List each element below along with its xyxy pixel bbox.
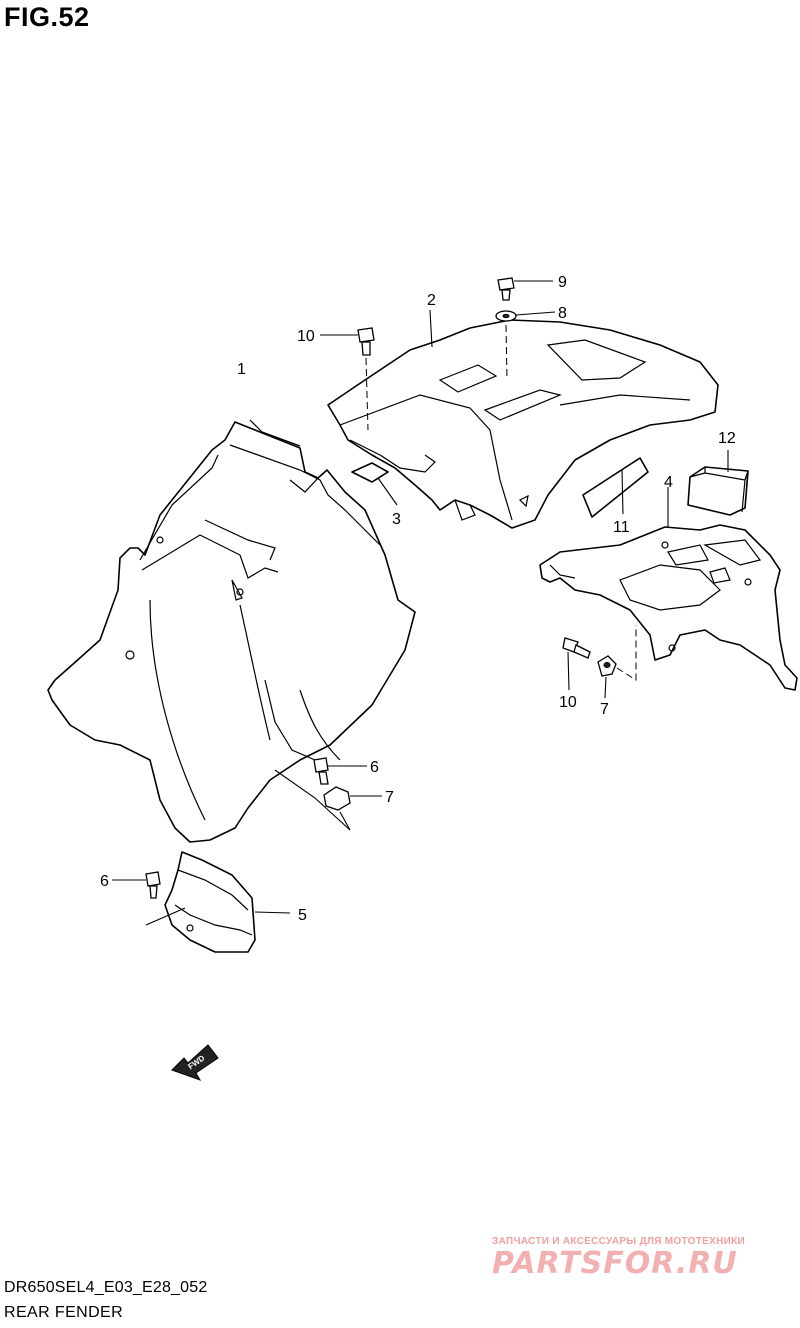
part-9-screw[interactable]: [497, 277, 553, 301]
watermark-logo: PARTSFOR.RU: [492, 1246, 738, 1281]
callout-8: 8: [558, 305, 567, 322]
callout-5: 5: [298, 907, 307, 924]
callout-11: 11: [613, 519, 630, 536]
callout-1: 1: [237, 361, 246, 378]
callout-9: 9: [558, 274, 567, 291]
callout-10a: 10: [297, 328, 315, 345]
part-3-clip-nut[interactable]: [351, 462, 398, 506]
part-10-bolt-upper[interactable]: [320, 327, 375, 431]
callout-2: 2: [427, 292, 436, 309]
part-6-bolt-mid[interactable]: [313, 757, 367, 785]
callout-6a: 6: [370, 759, 379, 776]
part-6-bolt-lower[interactable]: [112, 871, 161, 899]
figure-name: REAR FENDER: [4, 1304, 124, 1321]
callout-4: 4: [664, 474, 673, 491]
part-7-nut-mid[interactable]: [323, 786, 382, 811]
part-7-nut-right[interactable]: [597, 625, 637, 699]
part-11-reflector[interactable]: [582, 457, 649, 518]
watermark-tagline: ЗАПЧАСТИ И АКСЕССУАРЫ ДЛЯ МОТОТЕХНИКИ: [492, 1236, 745, 1247]
part-1-inner-fender[interactable]: [47, 419, 416, 843]
figure-title: FIG.52: [4, 2, 90, 32]
callout-7a: 7: [600, 701, 609, 718]
callout-7b: 7: [385, 789, 394, 806]
callout-12: 12: [718, 430, 736, 447]
callout-6b: 6: [100, 873, 109, 890]
part-5-splash-guard[interactable]: [145, 851, 291, 953]
callout-3: 3: [392, 511, 401, 528]
callout-10b: 10: [559, 694, 577, 711]
figure-code: DR650SEL4_E03_E28_052: [4, 1279, 208, 1296]
part-10-bolt-lower[interactable]: [562, 637, 591, 691]
part-12-cushion[interactable]: [687, 450, 749, 516]
part-2-rear-fender[interactable]: [327, 309, 719, 529]
fwd-arrow-icon: FWD: [171, 1044, 219, 1081]
part-8-washer[interactable]: [495, 310, 556, 381]
part-4-bracket[interactable]: [539, 487, 798, 691]
